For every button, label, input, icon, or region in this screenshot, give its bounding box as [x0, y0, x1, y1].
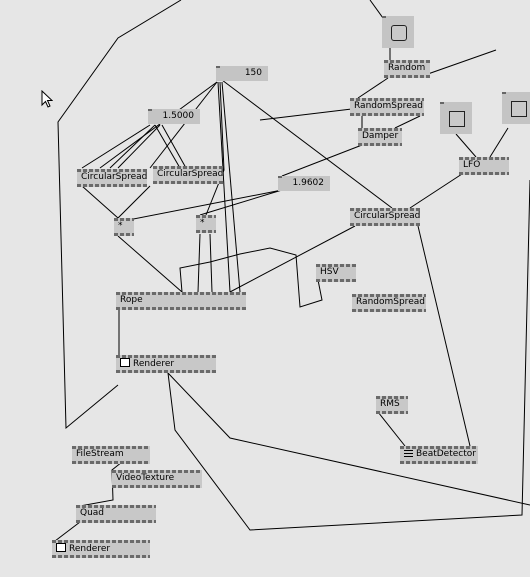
- wire-15-cs2-a[interactable]: [154, 124, 181, 169]
- wire-damper-19602[interactable]: [281, 144, 363, 177]
- node-label: CircularSpread: [157, 169, 224, 179]
- node-rms[interactable]: RMS: [376, 396, 408, 414]
- wire-quad-renderer[interactable]: [54, 521, 81, 542]
- node-filestream[interactable]: FileStream: [72, 446, 150, 464]
- wire-damper-circspread3[interactable]: [259, 107, 361, 121]
- node-circularspread-1[interactable]: CircularSpread: [77, 169, 147, 187]
- wire-colorbox3-lfo[interactable]: [489, 127, 509, 158]
- wire-lfo-circspread3[interactable]: [409, 173, 463, 209]
- node-label: Damper: [362, 131, 399, 141]
- node-lfo[interactable]: LFO: [459, 157, 509, 175]
- node-hsv[interactable]: HSV: [316, 264, 356, 282]
- node-videotexture[interactable]: VideoTexture: [112, 470, 202, 488]
- wire-mult2-rope-b[interactable]: [209, 233, 213, 293]
- wire-cs3-beatdetector[interactable]: [417, 225, 471, 447]
- bars-icon: [404, 450, 413, 457]
- color-swatch-icon: [511, 101, 527, 117]
- node-label: CircularSpread: [354, 211, 421, 221]
- node-renderer-2[interactable]: Renderer: [52, 540, 150, 558]
- node-label: Renderer: [133, 359, 175, 369]
- color-iobox-1[interactable]: [382, 16, 414, 48]
- node-randomspread-1[interactable]: RandomSpread: [350, 98, 424, 116]
- wire-150-rope-a[interactable]: [217, 81, 231, 293]
- node-label: BeatDetector: [416, 449, 476, 459]
- node-label: Rope: [120, 295, 143, 305]
- wire-cs3-rope[interactable]: [229, 225, 356, 293]
- wire-right-loop[interactable]: [167, 179, 530, 531]
- iobox-1-5000-value: 1.5000: [162, 111, 195, 121]
- node-label: Renderer: [69, 544, 111, 554]
- node-multiply-2[interactable]: *: [196, 215, 216, 233]
- checkbox-icon[interactable]: [56, 543, 66, 552]
- wire-colorbox2-random[interactable]: [424, 49, 497, 76]
- iobox-1-9602[interactable]: 1.9602: [278, 176, 330, 191]
- node-label: *: [118, 221, 123, 231]
- wire-150-cs1[interactable]: [99, 81, 218, 169]
- node-label: Quad: [80, 508, 105, 518]
- node-label: *: [200, 218, 205, 228]
- color-swatch-icon: [449, 111, 465, 127]
- node-damper[interactable]: Damper: [358, 128, 402, 146]
- node-label: LFO: [463, 160, 481, 170]
- iobox-1-9602-value: 1.9602: [292, 178, 325, 188]
- node-label: RMS: [380, 399, 400, 409]
- wire-15-cs1-b[interactable]: [109, 124, 156, 169]
- color-iobox-3[interactable]: [502, 92, 530, 124]
- wire-randomspread-damper-b[interactable]: [394, 115, 421, 129]
- wire-15-cs1-a[interactable]: [81, 124, 151, 169]
- wire-rms-beatdetector[interactable]: [377, 411, 406, 447]
- iobox-150[interactable]: 150: [216, 66, 268, 81]
- node-label: RandomSpread: [356, 297, 425, 307]
- iobox-150-value: 150: [244, 68, 262, 78]
- checkbox-icon[interactable]: [120, 358, 130, 367]
- wire-15-cs1-c[interactable]: [117, 124, 161, 169]
- wire-150-mult[interactable]: [205, 81, 225, 216]
- wire-random-randomspread[interactable]: [357, 77, 389, 99]
- wire-cs1-mult[interactable]: [81, 185, 119, 219]
- node-randomspread-2[interactable]: RandomSpread: [352, 294, 426, 312]
- wire-mult1-rope[interactable]: [117, 235, 183, 293]
- node-random[interactable]: Random: [384, 60, 430, 78]
- wire-cs2-mult2[interactable]: [117, 185, 151, 219]
- node-circularspread-3[interactable]: CircularSpread: [350, 208, 420, 226]
- wire-outer-loop[interactable]: [57, 0, 384, 430]
- node-renderer-1[interactable]: Renderer: [116, 355, 216, 373]
- node-label: RandomSpread: [354, 101, 423, 111]
- wire-150-rope-b[interactable]: [221, 81, 241, 293]
- iobox-1-5000[interactable]: 1.5000: [148, 109, 200, 124]
- node-label: VideoTexture: [116, 473, 175, 483]
- node-quad[interactable]: Quad: [76, 505, 156, 523]
- wire-19602-mult2[interactable]: [199, 189, 283, 216]
- wire-renderer-loop[interactable]: [167, 372, 530, 506]
- node-beatdetector[interactable]: BeatDetector: [400, 446, 478, 464]
- wire-colorbox2-lfo[interactable]: [455, 133, 477, 158]
- wire-150-cs2[interactable]: [149, 81, 218, 169]
- node-circularspread-2[interactable]: CircularSpread: [153, 166, 223, 184]
- wire-15-cs2-b[interactable]: [161, 124, 187, 169]
- node-label: FileStream: [76, 449, 124, 459]
- node-rope[interactable]: Rope: [116, 292, 246, 310]
- wire-mult2-rope[interactable]: [197, 233, 201, 293]
- color-swatch-icon: [391, 25, 407, 41]
- color-iobox-2[interactable]: [440, 102, 472, 134]
- node-multiply-1[interactable]: *: [114, 218, 134, 236]
- node-label: Random: [388, 63, 426, 73]
- node-label: CircularSpread: [81, 172, 148, 182]
- node-label: HSV: [320, 267, 339, 277]
- mouse-pointer-icon: [41, 90, 53, 108]
